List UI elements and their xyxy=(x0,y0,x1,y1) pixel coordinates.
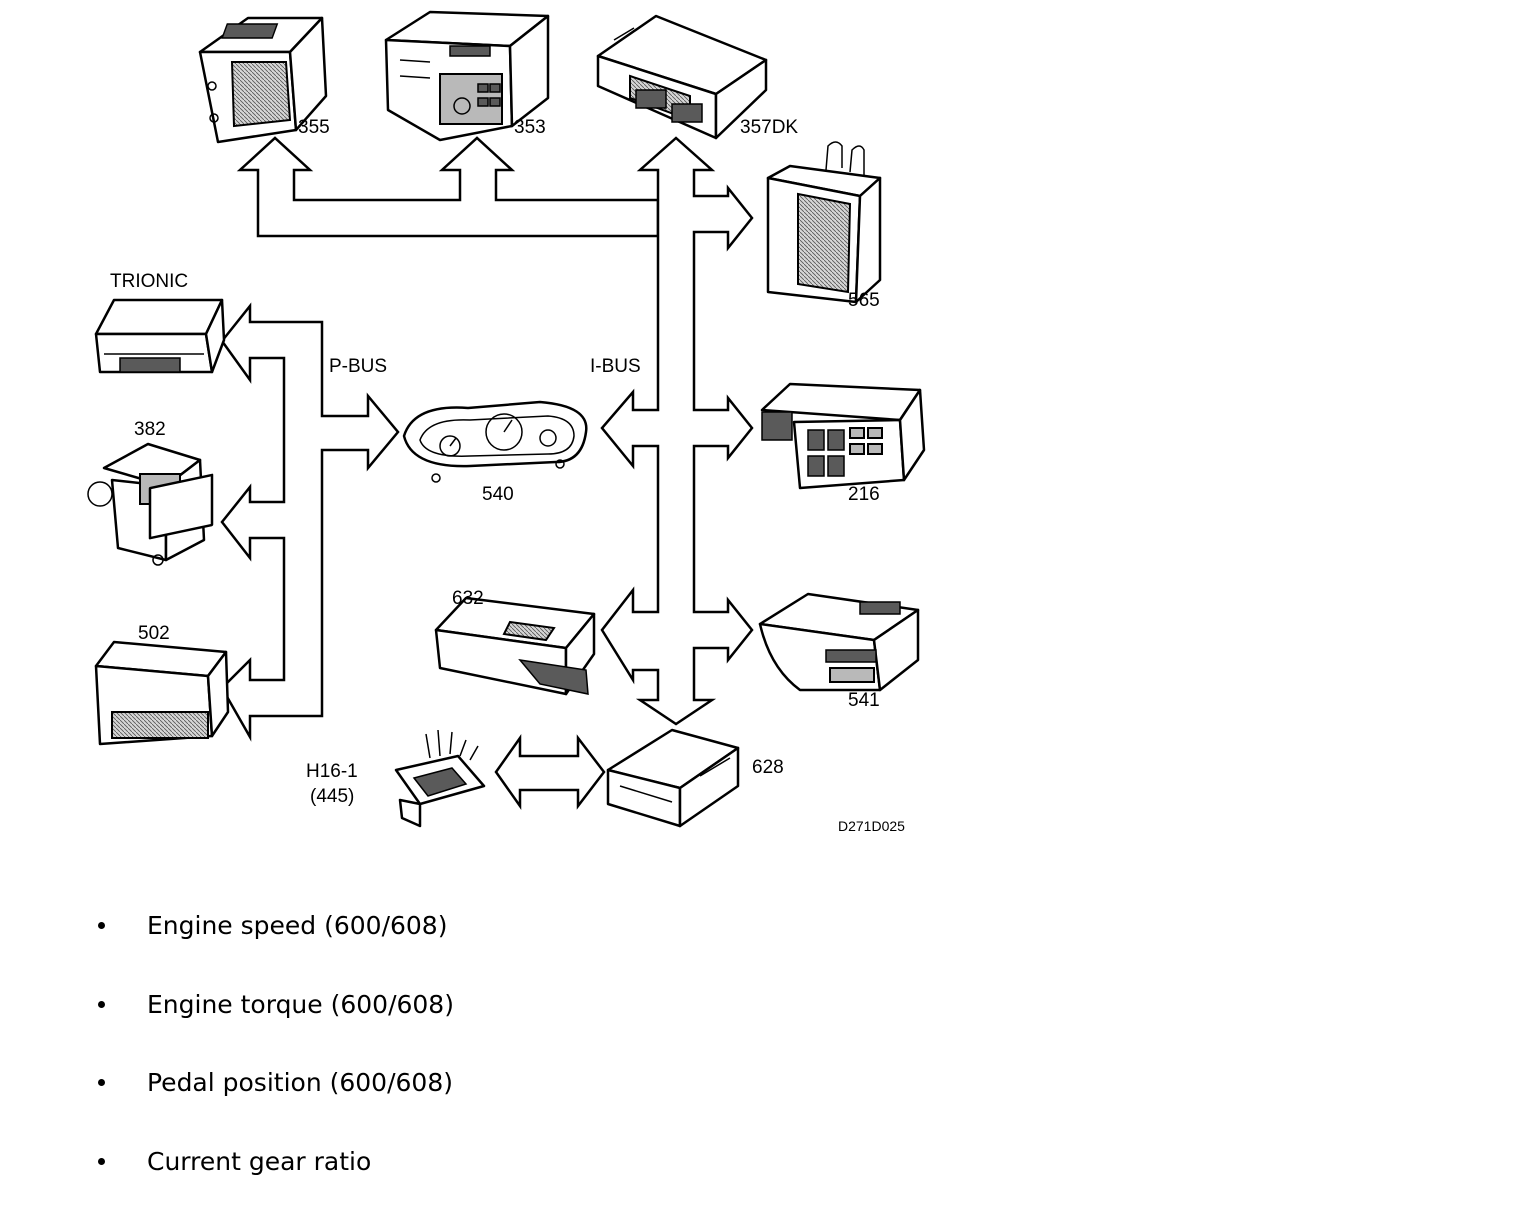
label-502: 502 xyxy=(138,623,170,644)
list-item-text: Pedal position (600/608) xyxy=(147,1068,453,1097)
list-item: Current gear ratio xyxy=(90,1131,454,1209)
bullet-icon xyxy=(98,1001,105,1008)
label-i-bus: I-BUS xyxy=(590,356,641,377)
label-353: 353 xyxy=(514,117,546,138)
label-357dk: 357DK xyxy=(740,117,798,138)
list-item-text: Engine speed (600/608) xyxy=(147,911,447,940)
label-216: 216 xyxy=(848,484,880,505)
list-item: Pedal position (600/608) xyxy=(90,1052,454,1131)
module-502-image xyxy=(96,642,228,744)
diagnostic-double-arrow xyxy=(496,738,604,806)
label-541: 541 xyxy=(848,690,880,711)
list-item: Engine speed (600/608) xyxy=(90,895,454,974)
signal-list: Engine speed (600/608) Engine torque (60… xyxy=(90,895,454,1209)
module-216-image xyxy=(762,384,924,488)
label-445: (445) xyxy=(310,786,354,807)
label-h16-1: H16-1 xyxy=(306,761,358,782)
module-541-image xyxy=(760,594,918,690)
label-628: 628 xyxy=(752,757,784,778)
bullet-icon xyxy=(98,1158,105,1165)
module-632-image xyxy=(436,598,594,694)
figure-code: D271D025 xyxy=(838,818,905,834)
label-382: 382 xyxy=(134,419,166,440)
label-355: 355 xyxy=(298,117,330,138)
module-382-image xyxy=(88,444,212,565)
bus-network-diagram: 355 353 357DK 565 TRIONIC P-BUS I-BUS 38… xyxy=(0,0,1536,880)
label-540: 540 xyxy=(482,484,514,505)
module-540-image xyxy=(404,402,586,482)
label-632: 632 xyxy=(452,588,484,609)
label-565: 565 xyxy=(848,290,880,311)
i-bus-top-arrow xyxy=(240,138,658,236)
module-trionic-image xyxy=(96,300,224,372)
module-565-image xyxy=(768,142,880,302)
bullet-icon xyxy=(98,1079,105,1086)
label-trionic: TRIONIC xyxy=(110,271,188,292)
label-p-bus: P-BUS xyxy=(329,356,387,377)
list-item: Engine torque (600/608) xyxy=(90,974,454,1053)
module-628-image xyxy=(608,730,738,826)
list-item-text: Engine torque (600/608) xyxy=(147,990,454,1019)
connector-h16-1-image xyxy=(396,730,484,826)
list-item-text: Current gear ratio xyxy=(147,1147,371,1176)
bullet-icon xyxy=(98,922,105,929)
